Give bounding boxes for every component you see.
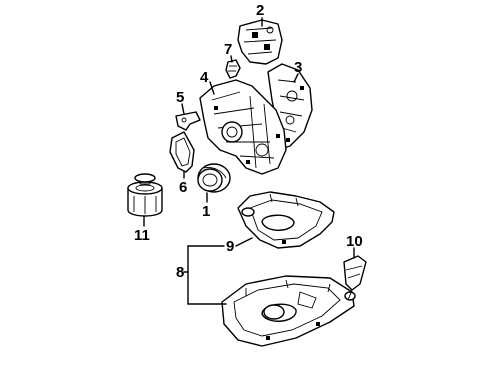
leader-4 [209,81,215,95]
drain-plug [343,255,367,301]
callout-7: 7 [224,41,232,58]
callout-2: 2 [256,2,264,19]
leader-5 [181,103,185,115]
leader-7 [230,55,233,63]
upper-oil-pan [237,191,335,249]
leader-3 [293,73,299,83]
crankshaft-pulley [197,163,231,193]
callout-9: 9 [226,238,234,255]
callout-10: 10 [346,233,363,250]
callout-11: 11 [134,227,150,244]
callout-3: 3 [294,59,302,76]
sensor [225,59,241,79]
callout-5: 5 [176,89,184,106]
upper-timing-cover [237,19,283,65]
callout-8: 8 [176,264,184,281]
callout-6: 6 [179,179,187,196]
bracket [175,111,201,131]
oil-filter [127,173,163,217]
callout-1: 1 [202,203,210,220]
callout-4: 4 [200,69,209,86]
leader-9 [235,237,253,247]
lower-oil-pan [221,275,356,347]
gasket [169,131,195,173]
front-timing-cover [199,79,287,175]
